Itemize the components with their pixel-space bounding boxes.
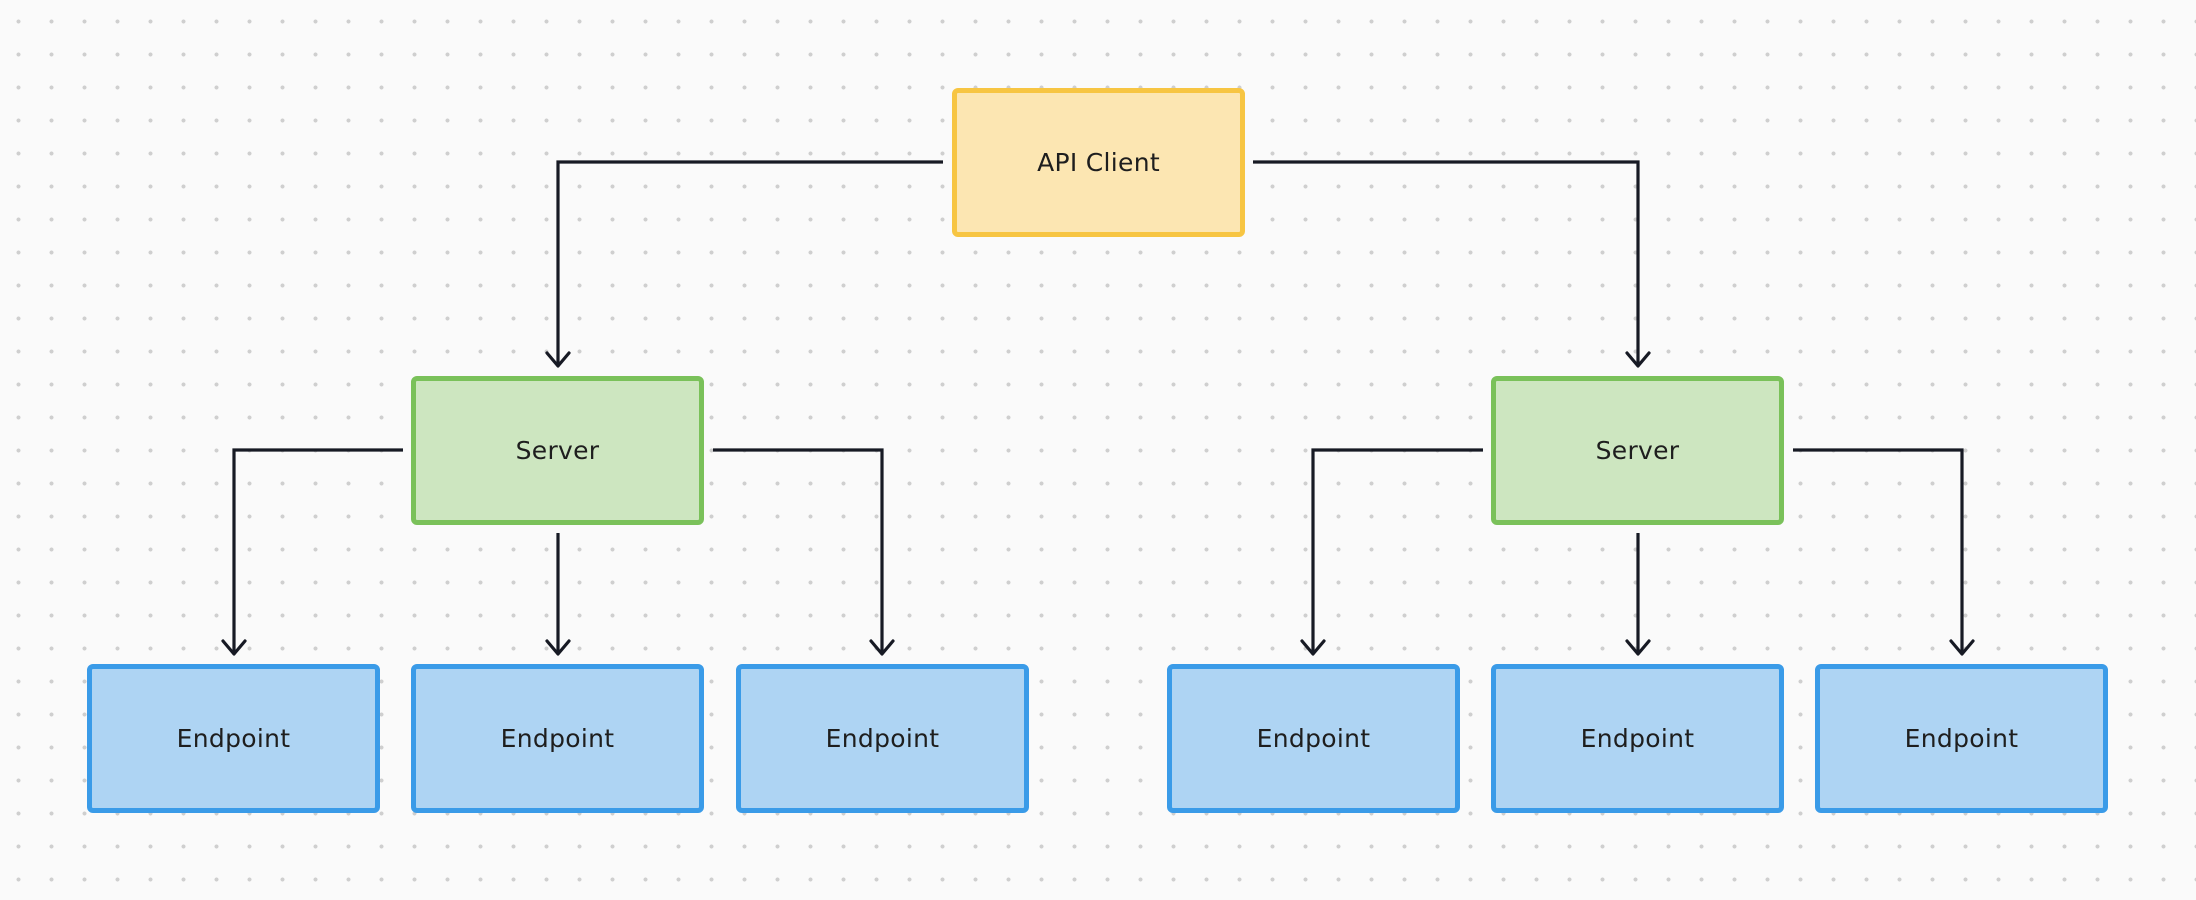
edge-server-2-to-endpoint-6 [1793,448,1964,654]
edge-server-1-to-endpoint-3 [713,448,884,654]
server-label: Server [1595,436,1680,465]
arrowhead-endpoint-4 [1300,639,1326,656]
api-client-label: API Client [1037,148,1160,177]
server-node-2[interactable]: Server [1491,376,1784,525]
endpoint-node-6[interactable]: Endpoint [1815,664,2108,813]
arrowhead-endpoint-6 [1949,639,1975,656]
arrowhead-server-1 [545,351,571,368]
arrowhead-endpoint-3 [869,639,895,656]
endpoint-label: Endpoint [1256,724,1371,753]
arrowhead-endpoint-5 [1625,639,1651,656]
endpoint-label: Endpoint [825,724,940,753]
arrowhead-endpoint-2 [545,639,571,656]
arrowhead-endpoint-1 [221,639,247,656]
server-node-1[interactable]: Server [411,376,704,525]
edge-server-1-to-endpoint-1 [232,448,403,654]
arrowhead-server-2 [1625,351,1651,368]
server-label: Server [515,436,600,465]
api-client-node[interactable]: API Client [952,88,1245,237]
endpoint-node-1[interactable]: Endpoint [87,664,380,813]
endpoint-node-3[interactable]: Endpoint [736,664,1029,813]
endpoint-label: Endpoint [500,724,615,753]
edge-server-2-to-endpoint-4 [1311,448,1483,654]
endpoint-node-4[interactable]: Endpoint [1167,664,1460,813]
endpoint-label: Endpoint [176,724,291,753]
endpoint-label: Endpoint [1904,724,2019,753]
edge-client-to-server-2 [1253,160,1640,366]
endpoint-label: Endpoint [1580,724,1695,753]
endpoint-node-2[interactable]: Endpoint [411,664,704,813]
edge-client-to-server-1 [556,160,943,366]
endpoint-node-5[interactable]: Endpoint [1491,664,1784,813]
